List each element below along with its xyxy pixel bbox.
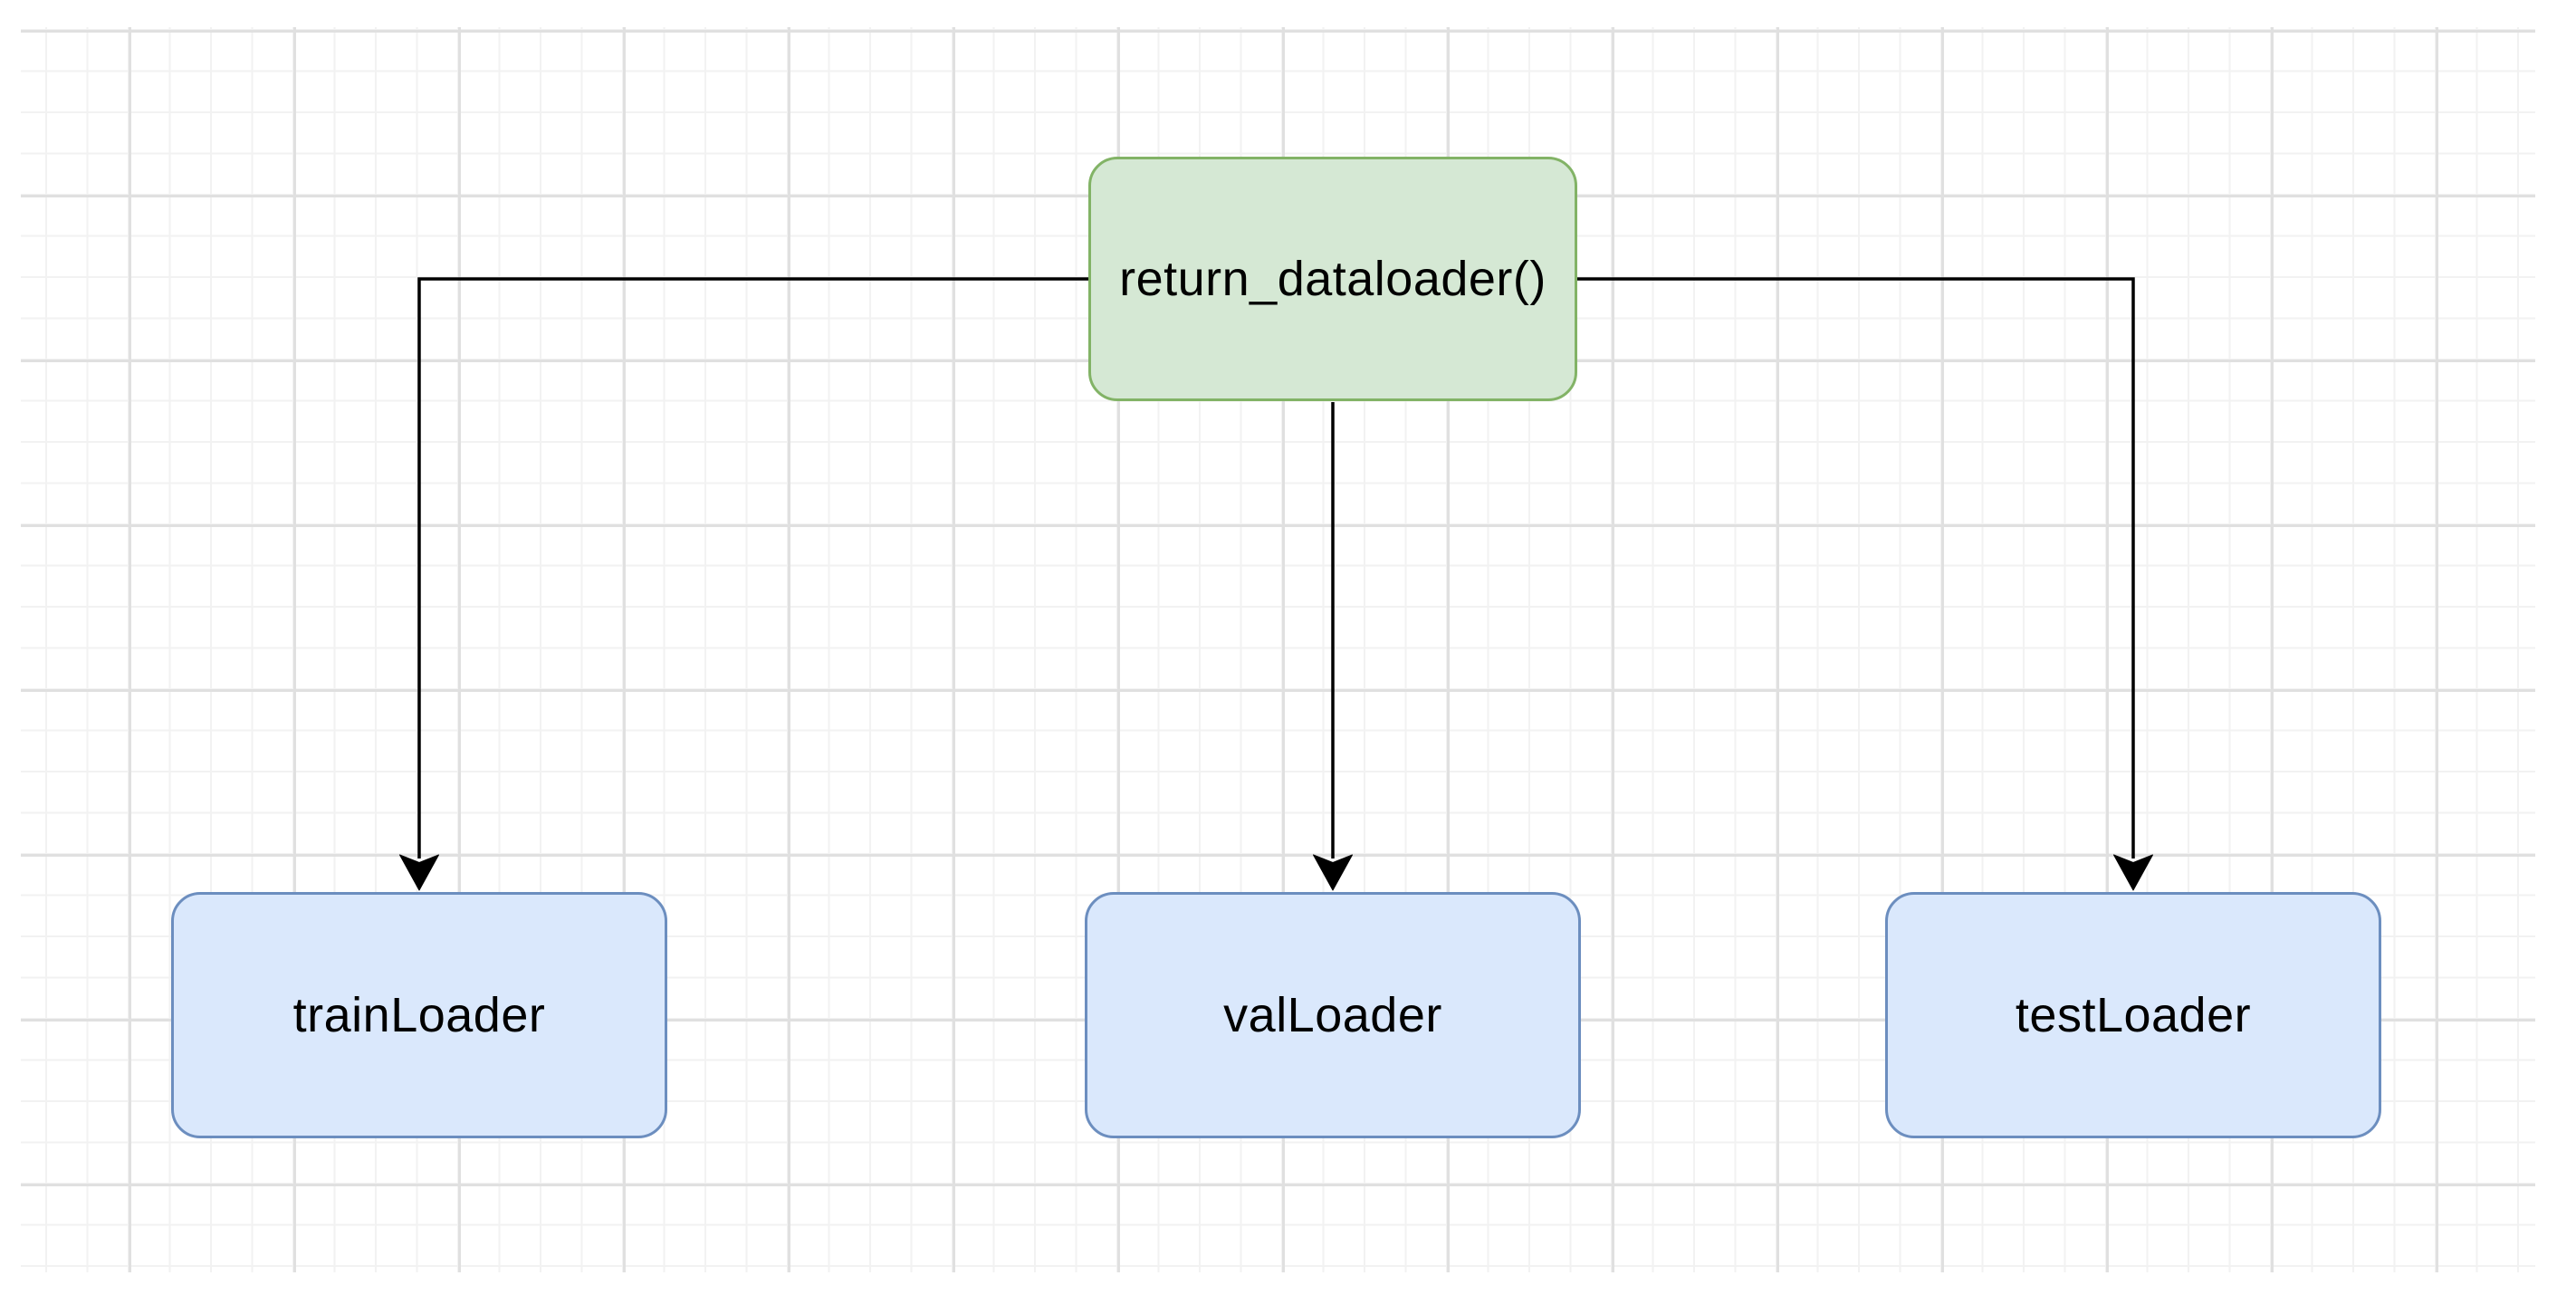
arrowhead-icon bbox=[1313, 854, 1353, 891]
edge-return-dataloader-to-trainloader[interactable] bbox=[399, 277, 1089, 891]
arrowhead-icon bbox=[2113, 854, 2153, 891]
arrowhead-icon bbox=[399, 854, 439, 891]
edge-path bbox=[1577, 277, 2135, 859]
node-trainloader[interactable]: trainLoader bbox=[171, 892, 667, 1138]
node-return-dataloader-label: return_dataloader() bbox=[1119, 252, 1547, 306]
node-valloader-label: valLoader bbox=[1223, 988, 1442, 1042]
edge-return-dataloader-to-valloader[interactable] bbox=[1313, 402, 1353, 891]
edge-return-dataloader-to-testloader[interactable] bbox=[1577, 277, 2153, 891]
node-testloader-label: testLoader bbox=[2015, 988, 2252, 1042]
edge-path bbox=[417, 277, 1088, 859]
node-testloader[interactable]: testLoader bbox=[1885, 892, 2381, 1138]
node-return-dataloader[interactable]: return_dataloader() bbox=[1088, 157, 1577, 401]
node-trainloader-label: trainLoader bbox=[292, 988, 546, 1042]
node-valloader[interactable]: valLoader bbox=[1085, 892, 1581, 1138]
